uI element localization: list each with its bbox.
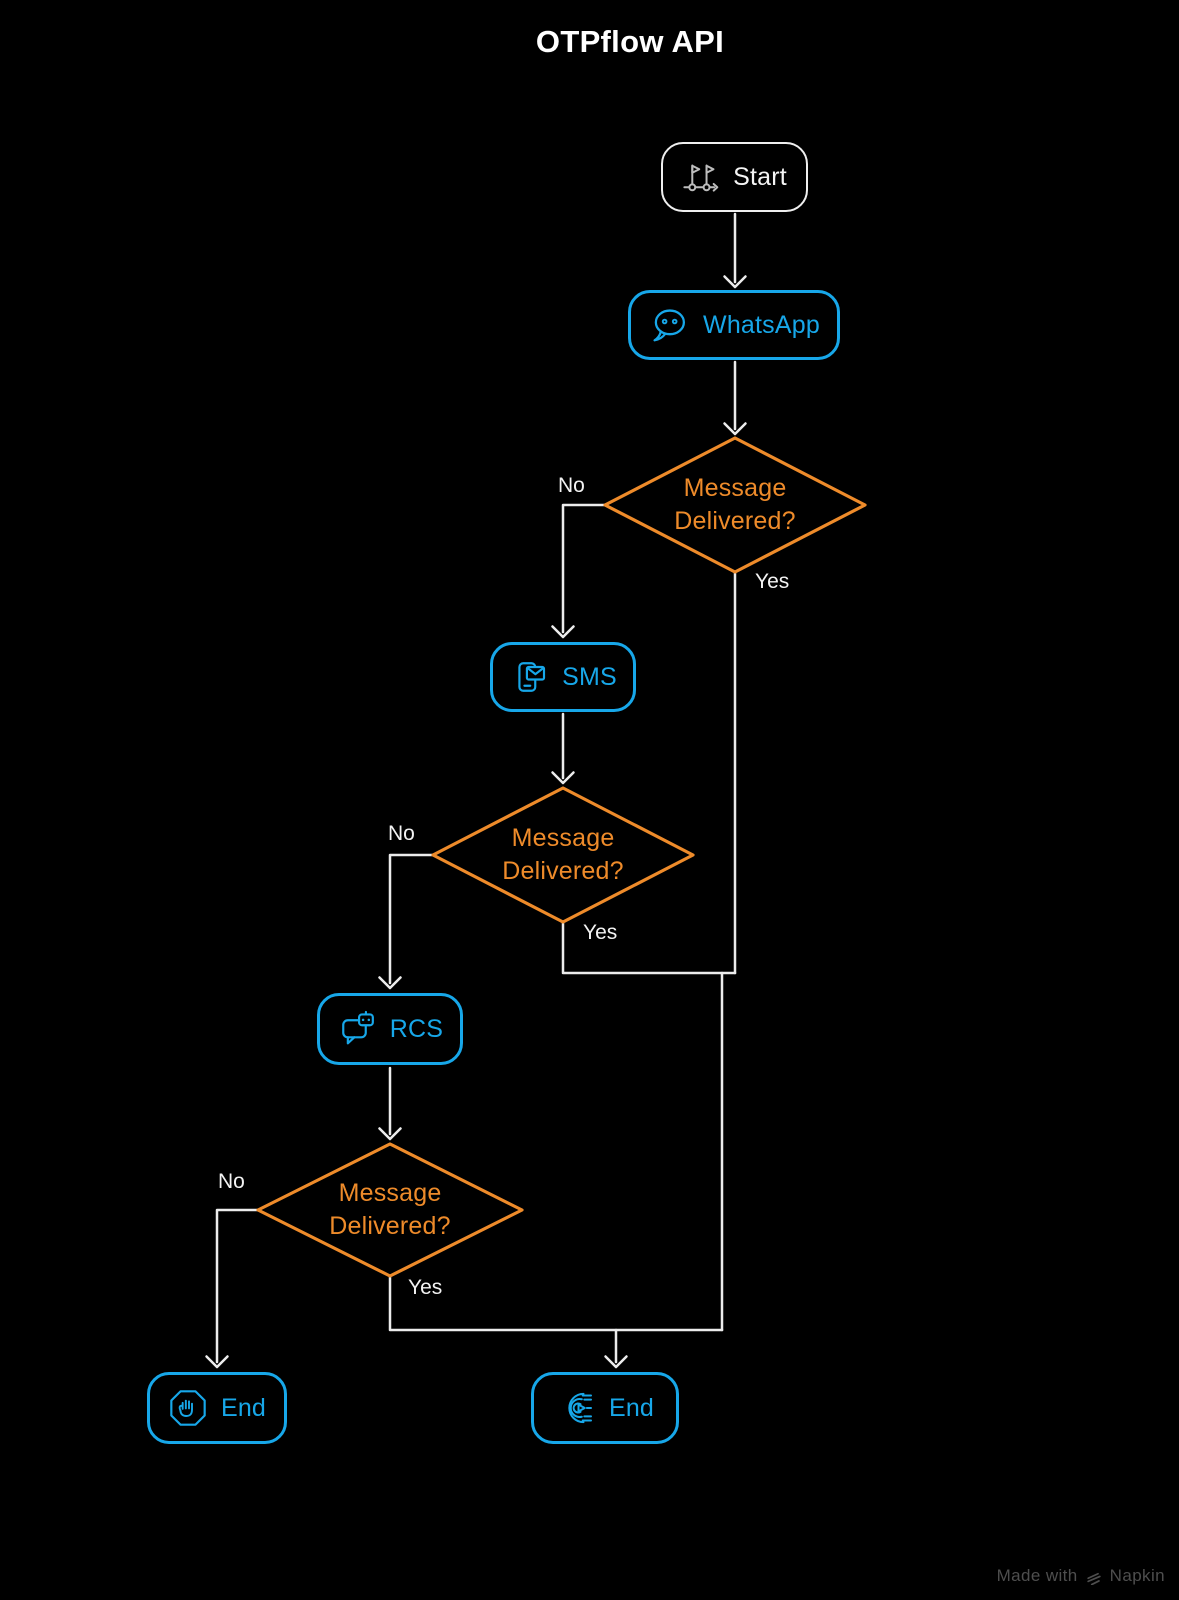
node-end-stop-label: End (220, 1393, 267, 1422)
edge-d2-yes (561, 920, 737, 975)
node-whatsapp: WhatsApp (628, 290, 840, 360)
page-title: OTPflow API (535, 24, 725, 59)
edge-d3-no-end (215, 1208, 260, 1364)
arrowhead-icon (551, 771, 575, 785)
chat-bubble-face-icon (648, 304, 690, 346)
decision-2-label: Message Delivered? (502, 824, 624, 885)
decision-diamond-2 (431, 786, 695, 924)
edge-d2-no-rcs (388, 853, 435, 985)
arrowhead-icon (723, 422, 747, 436)
watermark-brand: Napkin (1109, 1566, 1165, 1585)
decision-3-label: Message Delivered? (329, 1179, 451, 1240)
edge-label-d2-yes: Yes (583, 921, 618, 944)
edge-label-d3-no: No (218, 1170, 245, 1193)
node-rcs-label: RCS (389, 1014, 444, 1043)
robot-chat-icon (337, 1009, 377, 1049)
node-start-label: Start (733, 162, 787, 191)
decision-1-label: Message Delivered? (674, 474, 796, 535)
node-whatsapp-label: WhatsApp (703, 310, 820, 339)
arrowhead-icon (604, 1355, 628, 1369)
arrowhead-icon (378, 976, 402, 990)
node-rcs: RCS (317, 993, 463, 1065)
node-end-stop: End (147, 1372, 287, 1444)
edge-label-d3-yes: Yes (408, 1276, 443, 1299)
edge-label-d2-no: No (388, 822, 415, 845)
edge-d1-no-sms (561, 503, 607, 634)
edge-d3-yes (388, 1274, 724, 1332)
goal-finish-icon (556, 1388, 596, 1428)
decision-diamond-1 (603, 436, 867, 574)
stop-hand-icon (168, 1388, 208, 1428)
watermark-made-with: Made with (996, 1566, 1078, 1585)
node-end-goal-label: End (608, 1393, 655, 1422)
watermark: Made with Napkin (997, 1566, 1165, 1586)
arrowhead-icon (723, 275, 747, 289)
edge-label-d1-no: No (558, 474, 585, 497)
node-end-goal: End (531, 1372, 679, 1444)
arrowhead-icon (205, 1355, 229, 1369)
edge-label-d1-yes: Yes (755, 570, 790, 593)
arrowhead-icon (551, 625, 575, 639)
node-start: Start (661, 142, 808, 212)
phone-envelope-icon (509, 657, 549, 697)
arrowhead-icon (378, 1127, 402, 1141)
decision-diamond-3 (256, 1142, 524, 1278)
node-sms: SMS (490, 642, 636, 712)
milestone-flags-icon (682, 158, 720, 196)
node-sms-label: SMS (562, 662, 617, 691)
napkin-logo-icon (1085, 1567, 1103, 1585)
